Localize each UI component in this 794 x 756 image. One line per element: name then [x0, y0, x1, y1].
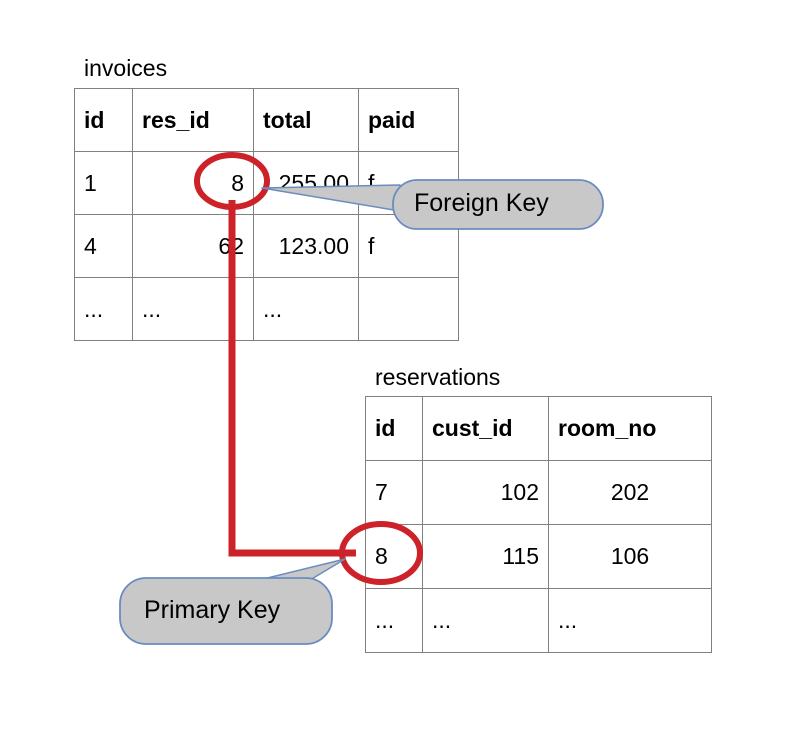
cell-invoices-total: ... [253, 277, 359, 341]
cell-invoices-res-id: ... [132, 277, 254, 341]
column-header-id: id [365, 396, 423, 461]
table-row: ... ... ... [365, 588, 712, 653]
cell-invoices-id: 1 [74, 151, 133, 215]
cell-invoices-res-id: 8 [132, 151, 254, 215]
column-header-room-no: room_no [548, 396, 712, 461]
cell-reservations-room-no: 202 [548, 460, 712, 525]
table-header-row: id res_id total paid [74, 88, 459, 152]
cell-reservations-id: 8 [365, 524, 423, 589]
cell-invoices-id: ... [74, 277, 133, 341]
table-row: 8 115 106 [365, 524, 712, 589]
cell-invoices-paid [358, 277, 459, 341]
table-row: 7 102 202 [365, 460, 712, 525]
primary-key-callout-label: Primary Key [144, 596, 281, 624]
cell-reservations-id: 7 [365, 460, 423, 525]
table-header-row: id cust_id room_no [365, 396, 712, 461]
column-header-id: id [74, 88, 133, 152]
cell-reservations-room-no: 106 [548, 524, 712, 589]
foreign-key-callout-label: Foreign Key [414, 189, 549, 217]
column-header-res-id: res_id [132, 88, 254, 152]
cell-invoices-total: 255.00 [253, 151, 359, 215]
column-header-paid: paid [358, 88, 459, 152]
cell-reservations-cust-id: ... [422, 588, 549, 653]
cell-reservations-room-no: ... [548, 588, 712, 653]
cell-reservations-cust-id: 115 [422, 524, 549, 589]
cell-invoices-id: 4 [74, 214, 133, 278]
primary-key-callout-bubble[interactable] [119, 577, 333, 645]
cell-invoices-res-id: 62 [132, 214, 254, 278]
foreign-key-callout-bubble[interactable] [392, 179, 604, 230]
table-row: ... ... ... [74, 277, 459, 341]
cell-invoices-total: 123.00 [253, 214, 359, 278]
column-header-cust-id: cust_id [422, 396, 549, 461]
cell-reservations-id: ... [365, 588, 423, 653]
reservations-table: id cust_id room_no 7 102 202 8 115 106 .… [365, 396, 712, 653]
column-header-total: total [253, 88, 359, 152]
invoices-table-caption: invoices [84, 55, 168, 81]
reservations-table-caption: reservations [375, 364, 501, 390]
cell-reservations-cust-id: 102 [422, 460, 549, 525]
